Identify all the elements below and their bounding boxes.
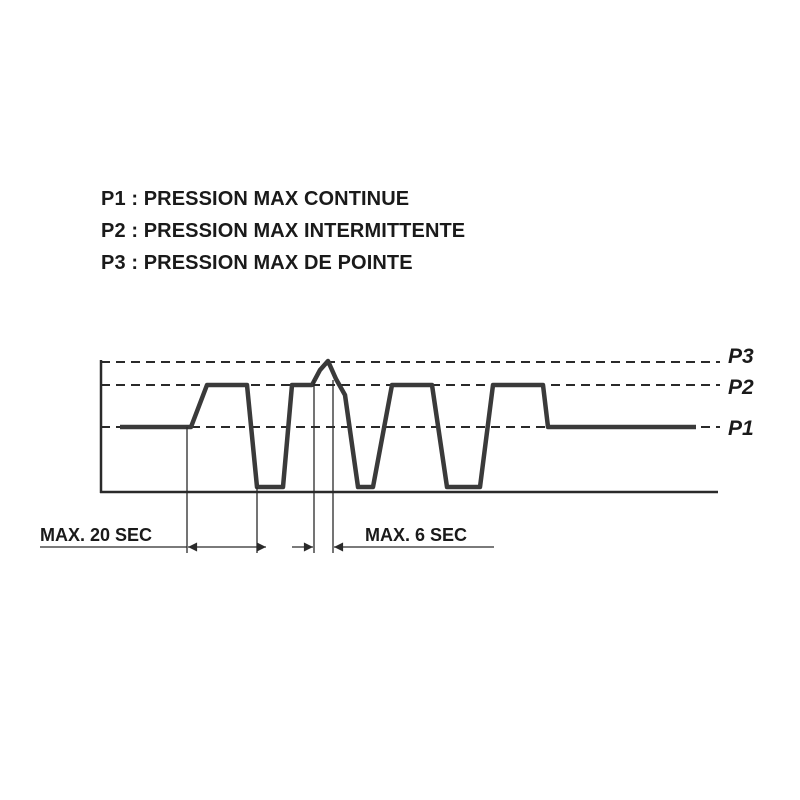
p3-label: P3 (728, 345, 754, 368)
pressure-waveform (120, 358, 696, 490)
legend-p2: P2 : PRESSION MAX INTERMITTENTE (101, 220, 466, 242)
p2-label: P2 (728, 376, 754, 399)
p1-label: P1 (728, 417, 754, 440)
legend: P1 : PRESSION MAX CONTINUE P2 : PRESSION… (101, 183, 465, 279)
dim-20sec-label: MAX. 20 SEC (40, 525, 152, 545)
legend-p1: P1 : PRESSION MAX CONTINUE (101, 188, 410, 210)
dim-6sec-label: MAX. 6 SEC (365, 525, 467, 545)
legend-p3: P3 : PRESSION MAX DE POINTE (101, 252, 413, 274)
